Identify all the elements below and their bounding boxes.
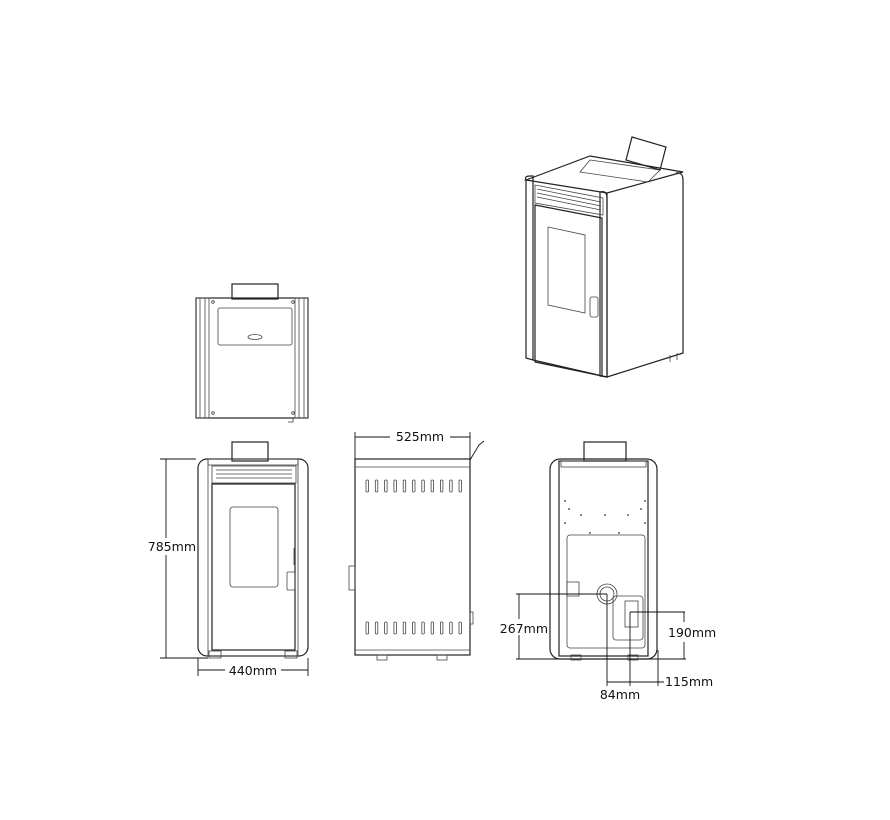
vent-slot — [439, 621, 444, 635]
vent-slot — [421, 621, 425, 635]
side-vents-bottom — [365, 621, 462, 635]
vent-slot — [458, 621, 462, 635]
flue-offset-dimension-label: 84mm — [600, 687, 640, 702]
perspective-view — [523, 136, 684, 378]
top-handle — [625, 136, 667, 171]
vent-slot — [412, 479, 416, 493]
perspective-grill — [534, 184, 604, 216]
vent-slot — [374, 621, 379, 635]
vent-slot — [439, 479, 444, 493]
depth-dimension-label: 525mm — [396, 429, 444, 444]
flue-height-dimension-label: 267mm — [500, 621, 548, 636]
front-grill — [211, 465, 297, 484]
front-view: 785mm 440mm — [148, 441, 309, 678]
back-view: 267mm 190mm 84mm 115mm — [500, 441, 716, 702]
vent-slot — [384, 621, 388, 635]
vent-slot — [430, 479, 435, 493]
vent-slot — [449, 479, 453, 493]
vent-slot — [430, 621, 435, 635]
perspective-window — [547, 226, 586, 314]
air-inlet — [612, 595, 644, 641]
vent-slot — [393, 621, 397, 635]
air-inlet-height-dimension-label: 190mm — [668, 625, 716, 640]
vent-slot — [393, 479, 397, 493]
side-vents-top — [365, 479, 462, 493]
perspective-door-handle — [589, 296, 599, 318]
width-dimension-label: 440mm — [229, 663, 277, 678]
vent-slot — [384, 479, 388, 493]
top-view — [195, 283, 309, 423]
vent-slot — [402, 621, 407, 635]
front-window — [229, 506, 279, 588]
vent-slot — [365, 621, 369, 635]
front-door-handle — [286, 571, 296, 591]
vent-slot — [402, 479, 407, 493]
perspective-door — [534, 204, 603, 377]
top-view-handle — [231, 283, 279, 300]
back-handle — [583, 441, 627, 462]
side-view: 525mm — [348, 429, 485, 661]
vent-slot — [412, 621, 416, 635]
height-dimension-label: 785mm — [148, 539, 196, 554]
front-door — [211, 483, 296, 651]
front-handle — [231, 441, 269, 462]
vent-slot — [365, 479, 369, 493]
vent-slot — [374, 479, 379, 493]
vent-slot — [449, 621, 453, 635]
vent-slot — [458, 479, 462, 493]
vent-slot — [421, 479, 425, 493]
air-inlet-offset-dimension-label: 115mm — [665, 674, 713, 689]
